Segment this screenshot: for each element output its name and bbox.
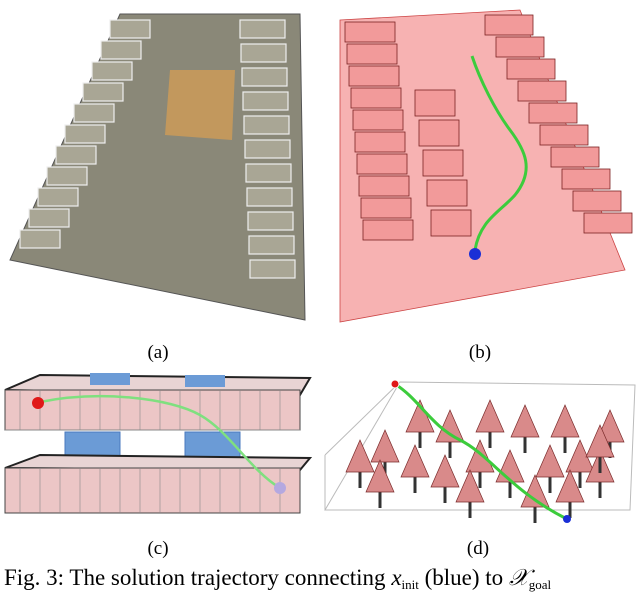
caption-goal-sub: goal [528,577,552,592]
panel-a-office-scan [0,0,320,335]
panel-b-label: (b) [468,342,492,363]
panel-d-label: (d) [466,538,490,559]
goal-marker-d [390,379,400,389]
goal-marker-c [32,397,44,409]
two-floor-render [4,373,313,514]
trajectory-line [470,55,528,251]
mesh-render [339,9,633,323]
start-marker-c [274,482,286,494]
figure-caption: Fig. 3: The solution trajectory connecti… [4,565,551,593]
caption-prefix: Fig. 3: The solution trajectory connecti… [4,565,392,590]
office-scan-render [9,13,306,321]
trajectory-line-c [39,395,281,490]
caption-x-sub: init [401,577,419,592]
panel-a-label: (a) [147,342,169,363]
caption-middle: (blue) to [418,565,509,590]
start-marker [469,248,481,260]
forest-render [324,379,636,523]
panel-c-label: (c) [147,538,169,559]
trajectory-line-d [394,382,566,520]
start-marker-d [563,515,571,523]
panel-c-two-floor [0,370,320,535]
caption-x-symbol: x [391,565,402,590]
panel-d-forest [320,370,640,535]
panel-b-mesh [320,0,640,335]
caption-goal-symbol: 𝒳 [508,565,529,590]
